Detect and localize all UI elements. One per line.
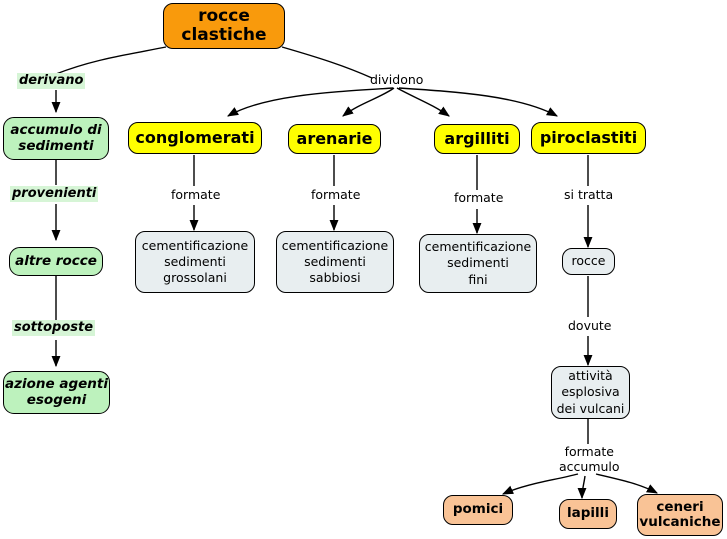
label-derivano: derivano bbox=[17, 73, 86, 89]
edge-dividono-to-argilliti bbox=[396, 87, 450, 117]
label-dovute: dovute bbox=[568, 318, 612, 333]
label-si-tratta: si tratta bbox=[564, 187, 614, 202]
node-rocce-clastiche[interactable]: rocce clastiche bbox=[163, 3, 285, 49]
label-formate-conglomerati: formate bbox=[171, 187, 221, 202]
edge-accumulo-to-pomici bbox=[501, 473, 579, 495]
node-altre-rocce[interactable]: altre rocce bbox=[9, 247, 103, 276]
node-cementificazione-sedimenti-sabbiosi[interactable]: cementificazione sedimenti sabbiosi bbox=[276, 231, 394, 293]
label-formate-accumulo: formate accumulo bbox=[559, 444, 620, 474]
label-dividono: dividono bbox=[370, 72, 424, 87]
edge-root-to-derivano bbox=[55, 46, 167, 75]
node-cementificazione-sedimenti-fini[interactable]: cementificazione sedimenti fini bbox=[419, 234, 537, 293]
node-pomici[interactable]: pomici bbox=[443, 495, 513, 525]
node-attivita-esplosiva-dei-vulcani[interactable]: attività esplosiva dei vulcani bbox=[551, 366, 630, 419]
node-arenarie[interactable]: arenarie bbox=[288, 124, 381, 154]
node-piroclastiti[interactable]: piroclastiti bbox=[531, 122, 646, 154]
node-ceneri-vulcaniche[interactable]: ceneri vulcaniche bbox=[637, 494, 723, 536]
edge-accumulo-to-ceneri bbox=[595, 473, 658, 494]
node-rocce[interactable]: rocce bbox=[562, 248, 615, 275]
node-argilliti[interactable]: argilliti bbox=[434, 124, 520, 154]
label-formate-arenarie: formate bbox=[311, 187, 361, 202]
label-provenienti: provenienti bbox=[10, 186, 99, 202]
edge-dividono-to-piroclastiti bbox=[398, 87, 558, 117]
node-accumulo-di-sedimenti[interactable]: accumulo di sedimenti bbox=[3, 117, 109, 160]
node-azione-agenti-esogeni[interactable]: azione agenti esogeni bbox=[3, 371, 110, 414]
edge-root-to-dividono bbox=[281, 46, 373, 79]
edge-dividono-to-conglomerati bbox=[227, 87, 394, 117]
label-sottoposte: sottoposte bbox=[12, 320, 96, 336]
edge-accumulo-to-lapilli bbox=[577, 475, 587, 500]
node-cementificazione-sedimenti-grossolani[interactable]: cementificazione sedimenti grossolani bbox=[135, 231, 255, 293]
label-formate-argilliti: formate bbox=[454, 190, 504, 205]
node-lapilli[interactable]: lapilli bbox=[559, 499, 617, 529]
edge-dividono-to-arenarie bbox=[342, 87, 395, 117]
node-conglomerati[interactable]: conglomerati bbox=[128, 122, 262, 154]
